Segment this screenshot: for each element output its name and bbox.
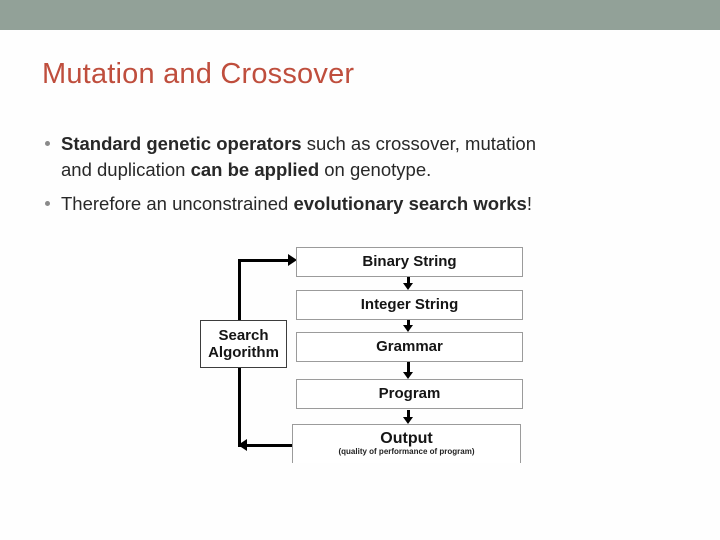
header-bar xyxy=(0,0,720,30)
bullet-text-segment: on genotype. xyxy=(319,158,432,180)
flow-box-program: Program xyxy=(296,379,523,409)
bullet-text-segment: and duplication xyxy=(61,158,191,180)
bullet-text-segment: such as crossover, mutation xyxy=(301,133,537,154)
bullet-text-segment: evolutionary search works xyxy=(293,193,527,214)
search-algorithm-label: Search Algorithm xyxy=(208,327,279,361)
down-arrow-icon xyxy=(403,362,414,379)
flow-box-grammar: Grammar xyxy=(296,332,523,362)
page-title: Mutation and Crossover xyxy=(42,58,355,90)
down-arrow-icon xyxy=(403,277,414,290)
flow-box-integer-string: Integer String xyxy=(296,290,523,320)
output-box-title: Output xyxy=(380,430,433,447)
down-arrow-icon xyxy=(403,410,414,424)
bullet-line: Therefore an unconstrained evolutionary … xyxy=(61,191,692,217)
arrowhead-right-icon xyxy=(288,254,297,266)
search-algorithm-box: Search Algorithm xyxy=(200,320,287,368)
bullet-list: Standard genetic operators such as cross… xyxy=(42,131,692,217)
bullet-item: Standard genetic operators such as cross… xyxy=(42,131,692,182)
bullet-dot xyxy=(45,141,50,146)
feedback-line-top-vertical xyxy=(238,259,241,320)
bullet-dot xyxy=(45,201,50,206)
feedback-line-bottom-vertical xyxy=(238,368,241,447)
bullet-text-segment: Therefore an unconstrained xyxy=(61,193,294,214)
output-box: Output (quality of performance of progra… xyxy=(292,424,521,463)
flow-box-binary-string: Binary String xyxy=(296,247,523,277)
feedback-line-bottom-horizontal xyxy=(247,444,292,447)
bullet-text-segment: ! xyxy=(526,193,532,214)
bullet-line: and duplication can be applied on genoty… xyxy=(61,157,692,183)
bullet-line: Standard genetic operators such as cross… xyxy=(61,131,692,157)
feedback-line-top-horizontal xyxy=(238,259,289,262)
bullet-item: Therefore an unconstrained evolutionary … xyxy=(42,191,692,217)
down-arrow-icon xyxy=(403,320,414,332)
bullet-text-segment: Standard genetic operators xyxy=(61,133,302,154)
arrowhead-left-icon xyxy=(238,439,247,451)
bullet-text-segment: can be applied xyxy=(190,158,320,180)
output-box-subtitle: (quality of performance of program) xyxy=(338,447,475,456)
